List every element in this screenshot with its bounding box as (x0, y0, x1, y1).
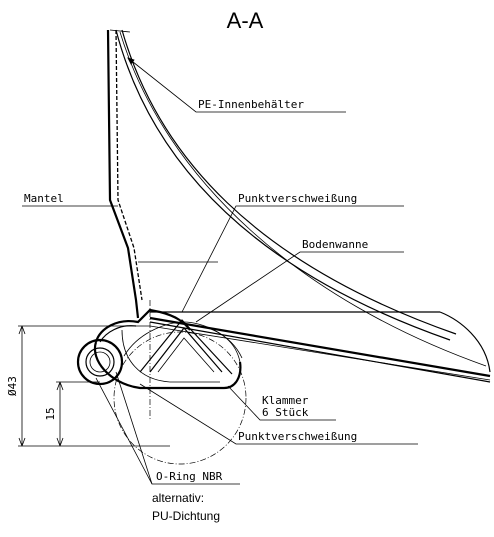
label-o-ring-line2: alternativ: (152, 491, 204, 505)
label-bottom-tray: Bodenwanne (302, 238, 368, 251)
leader-pe-inner: PE-Innenbehälter (127, 57, 346, 113)
label-o-ring-line3: PU-Dichtung (152, 509, 220, 523)
diameter-dimension-text: Ø43 (6, 376, 19, 396)
label-o-ring-line1: O-Ring NBR (156, 470, 223, 483)
clamp-outline-circle (113, 331, 247, 465)
dimension-diameter: Ø43 (6, 325, 170, 447)
leader-bottom-tray: Bodenwanne (195, 238, 404, 323)
label-clamp-line1: Klammer (262, 394, 309, 407)
leader-clamp: Klammer 6 Stück (227, 385, 336, 421)
label-mantle: Mantel (24, 192, 64, 205)
label-spot-weld-top: Punktverschweißung (238, 192, 357, 205)
mantle-shell (106, 29, 218, 319)
pe-inner-container (115, 29, 487, 367)
leader-o-ring: O-Ring NBR alternativ: PU-Dichtung (95, 371, 240, 523)
leader-spot-weld-top: Punktverschweißung (181, 192, 404, 313)
label-pe-inner-container: PE-Innenbehälter (198, 98, 304, 111)
leader-mantle: Mantel (22, 192, 118, 207)
dimension-height: 15 (44, 381, 100, 447)
o-ring (76, 338, 124, 386)
height-dimension-text: 15 (44, 407, 57, 420)
section-title: A-A (227, 8, 264, 33)
leader-spot-weld-bottom: Punktverschweißung (139, 383, 418, 445)
label-clamp-line2: 6 Stück (262, 406, 309, 419)
label-spot-weld-bottom: Punktverschweißung (238, 430, 357, 443)
